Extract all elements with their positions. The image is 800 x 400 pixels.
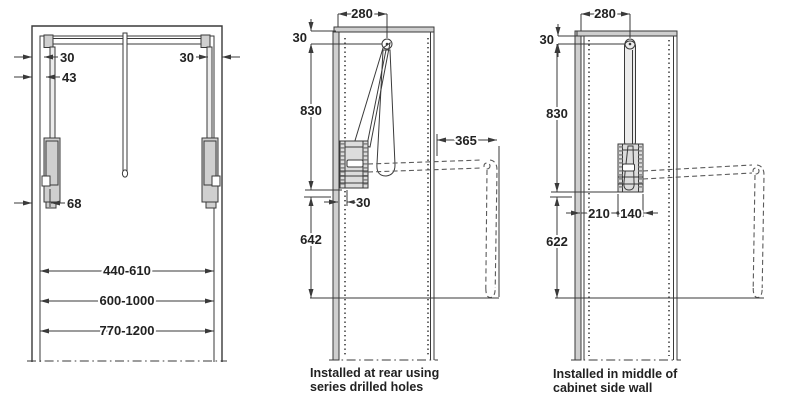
cabinet-top-panel [333,26,435,33]
lowered-rail-outline [367,159,498,299]
housing-foot-right [205,201,217,209]
spring-housing-left-inner [45,140,59,186]
body-label-plate [346,159,364,168]
dim-label-pivot-to-body: 830 [300,103,322,118]
rail-pivot-dashed [483,162,491,170]
housing-latch-right [211,175,221,187]
dim-label-pullout-depth: 365 [455,133,477,148]
shared-dimension-point [616,211,620,215]
cabinet-panel [329,26,438,361]
rear-install-caption-line1: Installed at rear using [310,366,439,380]
dim-label-frame-inset-left: 43 [62,70,76,85]
dim-label-width-small: 440-610 [103,263,151,278]
dim-label-body-to-base: 642 [300,232,322,247]
cabinet-top-panel [576,30,678,37]
lowered-arm-blade [376,49,396,177]
dim-label-body-width: 140 [620,206,642,221]
side-arm-left [49,46,56,139]
housing-latch-left [41,175,51,187]
dim-label-width-mid: 600-1000 [100,293,155,308]
pivot-center [385,42,389,46]
dim-label-body-to-base: 622 [546,234,568,249]
dim-label-top-clearance: 30 [540,32,554,47]
front-view: 30 43 30 68 440-610 600-1000 770-1200 [14,25,240,362]
cabinet-panel [571,30,681,361]
back-panel-edge [332,31,340,361]
lift-mechanism [617,38,644,193]
lowered-rail-outline [642,164,765,299]
lift-arm [624,40,636,148]
middle-view-dimensions: 280 30 830 622 210 140 [538,4,764,299]
dim-label-housing-depth: 68 [67,196,81,211]
middle-install-caption-line2: cabinet side wall [553,381,652,395]
dim-label-pivot-depth: 280 [351,6,373,21]
middle-install-view: 280 30 830 622 210 140 Installed in midd… [538,4,765,395]
spring-housing-right-inner [203,140,217,186]
rail-end-cap-right [200,34,211,48]
dim-label-back-offset: 210 [588,206,610,221]
body-label-plate [622,163,635,172]
dim-label-rod-inset-left: 30 [60,50,74,65]
dim-label-back-gap: 30 [356,195,370,210]
dim-label-pivot-to-body: 830 [546,106,568,121]
dim-label-width-large: 770-1200 [100,323,155,338]
dim-label-top-clearance: 30 [293,30,307,45]
rear-install-caption-line2: series drilled holes [310,380,423,394]
lift-mechanism [339,38,396,189]
rear-install-view: 280 30 830 642 30 365 Installed at rear … [291,4,500,394]
back-panel-edge [574,30,582,361]
pull-rod [122,32,128,173]
pivot-center [628,42,632,46]
rail-pivot-dashed [752,167,760,175]
front-view-dimensions: 30 43 30 68 440-610 600-1000 770-1200 [14,48,240,340]
rail-end-cap-left [43,34,54,48]
dim-label-rod-inset-right: 30 [180,50,194,65]
pull-rod-tip [121,169,129,178]
side-arm-right [206,46,213,139]
middle-install-caption-line1: Installed in middle of [553,367,678,381]
dim-label-pivot-depth: 280 [594,6,616,21]
rear-view-dimensions: 280 30 830 642 30 365 [291,4,500,299]
